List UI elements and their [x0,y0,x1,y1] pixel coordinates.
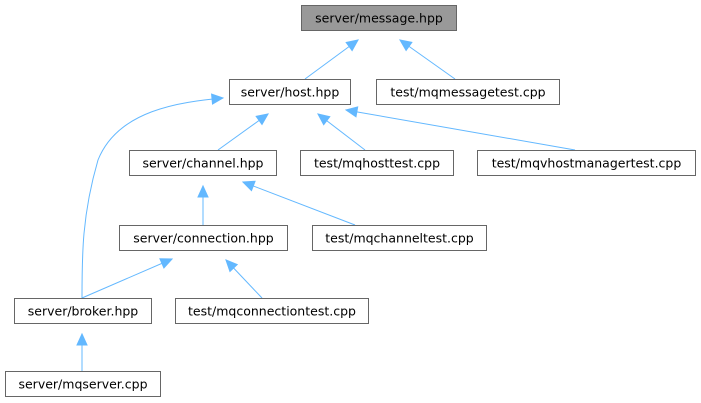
nodes-layer: server/message.hpp server/host.hpp test/mq… [5,5,696,397]
node-connection[interactable]: server/connection.hpp [119,225,288,251]
edge-line [345,109,576,151]
edges-layer [76,39,576,371]
node-label: server/broker.hpp [28,304,139,319]
arrowhead-icon [255,113,269,126]
node-label: server/host.hpp [241,85,340,100]
node-label: test/mqconnectiontest.cpp [188,304,356,319]
arrowhead-icon [241,180,256,192]
node-label: server/connection.hpp [133,231,273,246]
arrowhead-icon [399,39,413,52]
node-box[interactable] [300,150,454,176]
edge-mqconnectiontest-to-connection [225,259,263,299]
edge-line [81,258,173,299]
edge-mqvhostmanagertest-to-host [344,106,576,151]
node-mqconnectiontest[interactable]: test/mqconnectiontest.cpp [175,298,369,324]
node-label: test/mqhosttest.cpp [314,156,440,171]
arrowhead-icon [225,259,239,273]
edge-broker-to-connection [81,258,174,299]
edge-mqmessagetest-to-message [399,39,456,80]
arrowhead-icon [211,93,225,105]
node-mqmessagetest[interactable]: test/mqmessagetest.cpp [376,79,560,105]
node-label: server/mqserver.cpp [18,377,147,392]
node-label: server/message.hpp [315,11,443,26]
arrowhead-icon [344,106,359,118]
node-box[interactable] [229,79,351,105]
edge-mqchanneltest-to-channel [241,180,356,226]
arrowhead-icon [159,258,174,269]
node-box[interactable] [477,150,696,176]
node-host[interactable]: server/host.hpp [229,79,351,105]
edge-line [81,97,224,299]
node-label: server/channel.hpp [142,156,263,171]
node-mqvhostmanagertest[interactable]: test/mqvhostmanagertest.cpp [477,150,696,176]
edge-channel-to-host [217,113,269,151]
arrowhead-icon [197,184,209,198]
edge-host-to-message [304,39,359,80]
node-label: test/mqvhostmanagertest.cpp [492,156,682,171]
node-box[interactable] [119,225,288,251]
edge-line [242,181,356,226]
node-box[interactable] [376,79,560,105]
edge-mqserver-to-broker [76,332,88,371]
node-box[interactable] [301,5,457,31]
node-label: test/mqchanneltest.cpp [325,231,474,246]
node-mqserver[interactable]: server/mqserver.cpp [5,371,161,397]
node-box[interactable] [14,298,152,324]
edge-broker-to-host [81,93,225,299]
arrowhead-icon [76,332,88,346]
edge-mqhosttest-to-host [317,113,366,151]
node-broker[interactable]: server/broker.hpp [14,298,152,324]
node-mqchanneltest[interactable]: test/mqchanneltest.cpp [312,225,487,251]
node-message[interactable]: server/message.hpp [301,5,457,31]
node-box[interactable] [129,150,277,176]
node-mqhosttest[interactable]: test/mqhosttest.cpp [300,150,454,176]
arrowhead-icon [317,113,331,126]
node-box[interactable] [5,371,161,397]
node-label: test/mqmessagetest.cpp [390,85,545,100]
arrowhead-icon [345,39,359,52]
edge-connection-to-channel [197,184,209,225]
node-box[interactable] [312,225,487,251]
node-box[interactable] [175,298,369,324]
node-channel[interactable]: server/channel.hpp [129,150,277,176]
